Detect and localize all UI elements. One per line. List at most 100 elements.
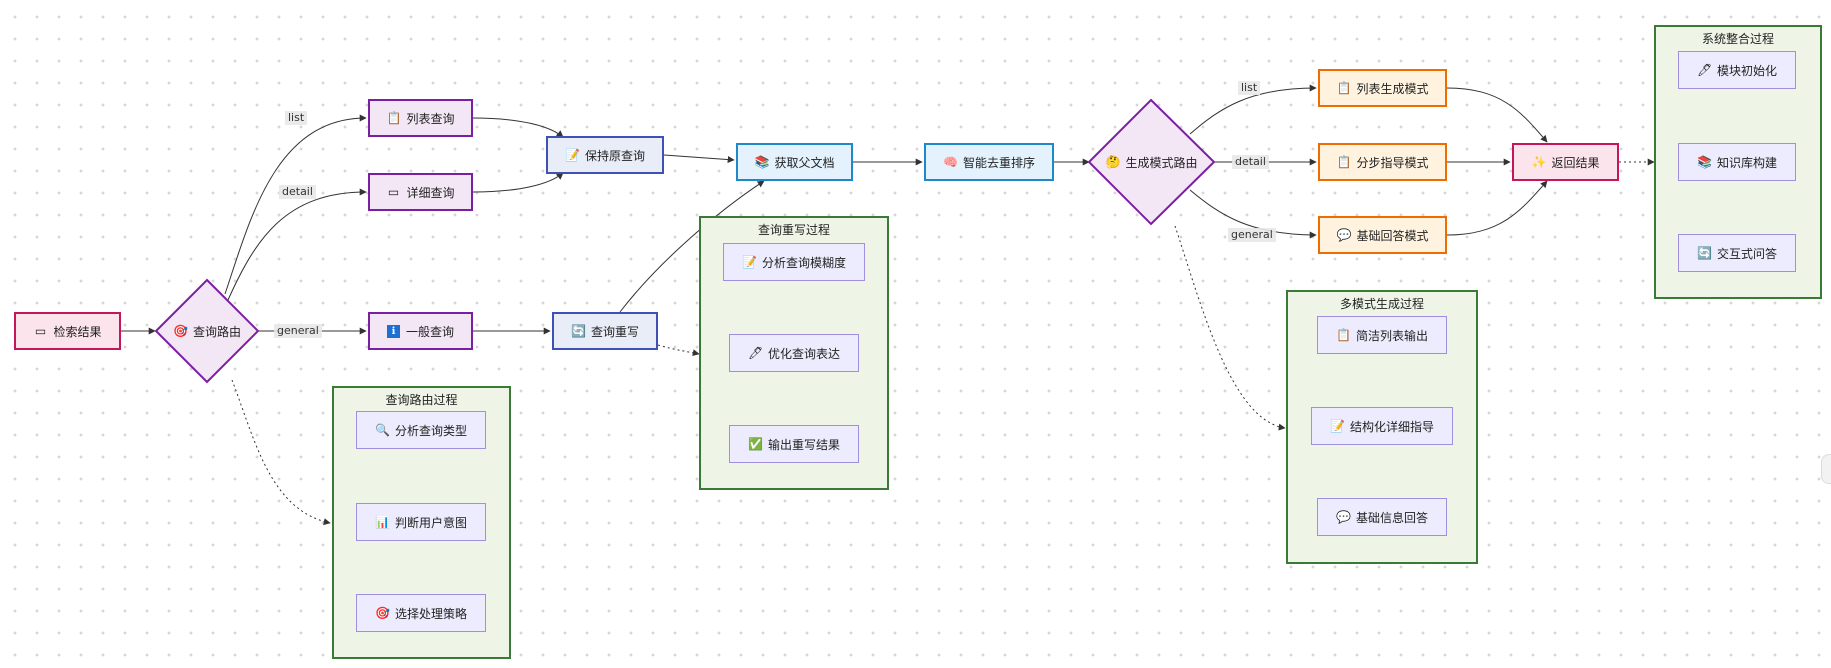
- edge-list-to-keep: [472, 117, 564, 138]
- node-smart-dedup[interactable]: 🧠 智能去重排序: [924, 143, 1054, 181]
- node-general-query[interactable]: ℹ 一般查询: [368, 312, 473, 350]
- info-icon: ℹ: [386, 324, 400, 338]
- rewrite-step-1[interactable]: 📝 分析查询模糊度: [723, 243, 865, 281]
- edge-genroute-to-basic: [1189, 189, 1317, 239]
- multimode-step-3[interactable]: 💬 基础信息回答: [1317, 498, 1447, 536]
- thinking-icon: 🤔: [1105, 155, 1121, 169]
- node-label: 返回结果: [1551, 155, 1600, 170]
- clipboard-icon: 📋: [1336, 81, 1352, 95]
- clipboard-icon: 📋: [1336, 155, 1352, 169]
- routing-step-3[interactable]: 🎯 选择处理策略: [356, 594, 486, 632]
- node-get-parent[interactable]: 📚 获取父文档: [736, 143, 853, 181]
- step-label: 优化查询表达: [767, 346, 840, 361]
- sparkles-icon: ✨: [1531, 155, 1547, 169]
- rewrite-step-2[interactable]: 🖊 优化查询表达: [729, 334, 859, 372]
- edge-route-to-list: [224, 114, 367, 295]
- rewrite-step-3[interactable]: ✅ 输出重写结果: [729, 425, 859, 463]
- node-label: 生成模式路由: [1125, 155, 1198, 170]
- node-label: 查询路由: [192, 324, 241, 339]
- edge-detail-to-keep: [472, 172, 564, 193]
- memo-icon: 📝: [564, 148, 580, 162]
- edge-genroute-to-multi-cluster: [1174, 225, 1286, 431]
- query-route-diamond: [154, 278, 260, 384]
- refresh-icon: 🔄: [1696, 246, 1712, 260]
- step-label: 判断用户意图: [394, 515, 467, 530]
- routing-step-1[interactable]: 🔍 分析查询类型: [356, 411, 486, 449]
- node-detail-query[interactable]: ▭ 详细查询: [368, 173, 473, 211]
- bar-chart-icon: 📊: [374, 515, 390, 529]
- routing-step-2[interactable]: 📊 判断用户意图: [356, 503, 486, 541]
- node-step-mode[interactable]: 📋 分步指导模式: [1318, 143, 1447, 181]
- step-label: 简洁列表输出: [1355, 328, 1428, 343]
- step-label: 选择处理策略: [394, 606, 467, 621]
- edge-genroute-to-list: [1189, 84, 1317, 135]
- step-label: 知识库构建: [1716, 155, 1777, 170]
- target-icon: 🎯: [374, 606, 390, 620]
- edge-route-to-routing-cluster: [231, 379, 331, 526]
- check-icon: ✅: [747, 437, 763, 451]
- node-label: 分步指导模式: [1356, 155, 1429, 170]
- edge-label-detail-a: detail: [279, 185, 316, 199]
- edge-basic-to-return: [1446, 180, 1548, 236]
- edge-rewrite-to-rewrite-cluster: [657, 344, 700, 357]
- step-label: 分析查询类型: [394, 423, 467, 438]
- system-step-3[interactable]: 🔄 交互式问答: [1678, 234, 1796, 272]
- node-keep-query[interactable]: 📝 保持原查询: [546, 136, 664, 174]
- multimode-step-2[interactable]: 📝 结构化详细指导: [1311, 407, 1453, 445]
- node-return-result[interactable]: ✨ 返回结果: [1512, 143, 1619, 181]
- target-icon: 🎯: [173, 324, 188, 338]
- node-search-result[interactable]: ▭ 检索结果: [14, 312, 121, 350]
- node-list-query[interactable]: 📋 列表查询: [368, 99, 473, 137]
- node-label: 智能去重排序: [962, 155, 1035, 170]
- speech-bubble-icon: 💬: [1336, 228, 1352, 242]
- system-step-2[interactable]: 📚 知识库构建: [1678, 143, 1796, 181]
- pen-icon: 🖊: [1696, 63, 1713, 77]
- speech-bubble-icon: 💬: [1335, 510, 1351, 524]
- edge-label-list-a: list: [285, 111, 308, 125]
- node-label: 基础回答模式: [1356, 228, 1429, 243]
- books-icon: 📚: [754, 155, 770, 169]
- magnifier-icon: 🔍: [374, 423, 390, 437]
- step-label: 模块初始化: [1716, 63, 1777, 78]
- edge-label-detail-b: detail: [1232, 155, 1269, 169]
- node-label: 一般查询: [405, 324, 454, 339]
- step-label: 基础信息回答: [1355, 510, 1428, 525]
- gen-route-diamond: [1087, 98, 1216, 226]
- refresh-icon: 🔄: [570, 324, 586, 338]
- multimode-step-1[interactable]: 📋 简洁列表输出: [1317, 316, 1447, 354]
- node-label: 保持原查询: [584, 148, 645, 163]
- clipboard-icon: 📋: [1335, 328, 1351, 342]
- step-label: 输出重写结果: [767, 437, 840, 452]
- node-query-route[interactable]: 🎯 查询路由: [156, 320, 258, 342]
- node-gen-route[interactable]: 🤔 生成模式路由: [1089, 151, 1214, 173]
- pen-icon: 🖊: [747, 346, 764, 360]
- edge-label-general-a: general: [274, 324, 322, 338]
- step-label: 结构化详细指导: [1349, 419, 1434, 434]
- node-label: 查询重写: [590, 324, 639, 339]
- node-basic-mode[interactable]: 💬 基础回答模式: [1318, 216, 1447, 254]
- books-icon: 📚: [1696, 155, 1712, 169]
- cluster-title: 查询路由过程: [385, 393, 458, 407]
- brain-icon: 🧠: [942, 155, 958, 169]
- node-label: 获取父文档: [774, 155, 835, 170]
- node-rewrite-query[interactable]: 🔄 查询重写: [552, 312, 658, 350]
- cluster-title: 查询重写过程: [757, 223, 830, 237]
- memo-icon: 📝: [741, 255, 757, 269]
- memo-icon: 📝: [1329, 419, 1345, 433]
- edge-rewrite-to-parent: [619, 180, 765, 313]
- edge-keep-to-parent: [663, 154, 735, 164]
- edge-list-to-return: [1446, 87, 1548, 143]
- node-list-mode[interactable]: 📋 列表生成模式: [1318, 69, 1447, 107]
- clipboard-icon: 📋: [386, 111, 402, 125]
- edge-route-to-detail: [227, 188, 367, 301]
- node-label: 列表查询: [406, 111, 455, 126]
- side-panel-handle[interactable]: [1821, 454, 1831, 484]
- cluster-title: 系统整合过程: [1701, 32, 1774, 46]
- system-step-1[interactable]: 🖊 模块初始化: [1678, 51, 1796, 89]
- cluster-title: 多模式生成过程: [1339, 297, 1424, 311]
- window-icon: ▭: [34, 324, 47, 338]
- node-label: 检索结果: [53, 324, 102, 339]
- edge-label-list-b: list: [1238, 81, 1261, 95]
- node-label: 详细查询: [406, 185, 455, 200]
- node-label: 列表生成模式: [1356, 81, 1429, 96]
